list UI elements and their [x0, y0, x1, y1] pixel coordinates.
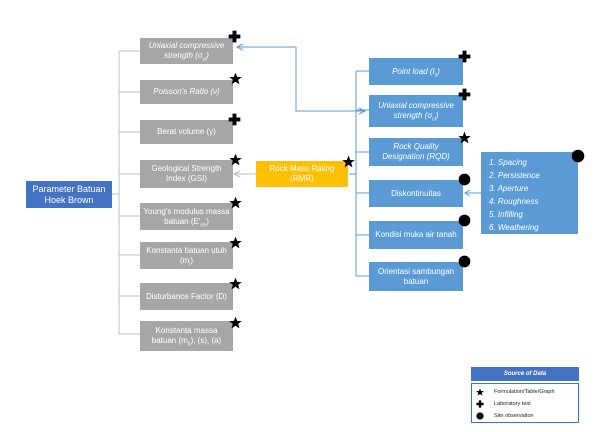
rmr-input-orientasi: Orientasi sambungan batuan [369, 262, 463, 291]
plus-icon [228, 113, 242, 127]
box-label: Orientasi sambungan batuan [377, 266, 455, 286]
star-icon [476, 388, 489, 396]
rmr-input-pl: Point load (Is) [369, 58, 463, 85]
star-icon [229, 236, 243, 250]
box-label: Young's modulus massa batuan (E'rm) [143, 206, 230, 229]
box-label: Uniaxial compressive strength (σci) [378, 101, 454, 123]
star-icon [229, 316, 243, 330]
rmr-input-ucs2: Uniaxial compressive strength (σci) [369, 95, 463, 127]
legend-item: Laboratory test [476, 399, 531, 409]
box-label: Disturbance Factor (D) [146, 291, 227, 301]
discontinuity-item: 3. Aperture [489, 184, 529, 193]
box-label: Uniaxial compressive strength (σci) [148, 41, 225, 63]
box-label: Point load (Is) [392, 66, 440, 79]
legend-item: Site observation [476, 411, 533, 421]
param-box-massa: Konstanta massa batuan (mb), (s), (a) [140, 321, 233, 351]
star-icon [229, 153, 243, 167]
param-box-poisson: Poisson's Ratio (ν) [140, 80, 233, 104]
rmr-input-kondisi: Kondisi muka air tanah [369, 221, 463, 249]
star-icon [229, 72, 243, 86]
star-icon [229, 277, 243, 291]
param-box-gsi: Geological Strength Index (GSI) [140, 160, 233, 188]
rmr-input-disk: Diskontinuitas [369, 180, 463, 207]
star-icon [342, 155, 356, 169]
box-label: Kondisi muka air tanah [375, 230, 457, 239]
param-box-ucs: Uniaxial compressive strength (σci) [140, 38, 233, 64]
rmr-box: Rock Mass Rating (RMR) [256, 161, 348, 187]
discontinuity-item: 4. Roughness [489, 197, 539, 206]
box-label: Diskontinuitas [391, 188, 441, 198]
discontinuity-item: 6. Weathering [489, 223, 539, 232]
discontinuity-item: 2. Persistence [489, 171, 540, 180]
param-box-berat: Berat volume (γ) [140, 120, 233, 144]
circle-icon [571, 149, 585, 163]
box-label: Rock Quality Designation (RQD) [382, 142, 450, 161]
legend-label: Site observation [494, 413, 534, 419]
star-icon [229, 196, 243, 210]
box-label: Konstanta massa batuan (mb), (s), (a) [151, 326, 222, 348]
plus-icon [476, 400, 489, 408]
hoek-brown-parameter-box: Parameter Batuan Hoek Brown [26, 181, 112, 208]
legend-label: Formulation/Table/Graph [494, 389, 555, 395]
param-box-young: Young's modulus massa batuan (E'rm) [140, 203, 233, 230]
discontinuity-list: 1. Spacing 2. Persistence 3. Aperture 4. Ro… [481, 152, 578, 234]
plus-icon [458, 50, 472, 64]
param-box-dist: Disturbance Factor (D) [140, 283, 233, 310]
circle-icon [458, 214, 472, 228]
plus-icon [228, 30, 242, 44]
discontinuity-item: 5. Infilling [489, 210, 523, 219]
plus-icon [458, 88, 472, 102]
rmr-label: Rock Mass Rating (RMR) [269, 164, 335, 183]
circle-icon [458, 173, 472, 187]
star-icon [458, 131, 472, 145]
discontinuity-item: 1. Spacing [489, 158, 527, 167]
box-label: Berat volume (γ) [157, 127, 216, 136]
rmr-input-rqd: Rock Quality Designation (RQD) [369, 138, 463, 166]
circle-icon [458, 255, 472, 269]
legend-item: Formulation/Table/Graph [476, 387, 555, 397]
circle-icon [476, 412, 489, 420]
param-box-mi: Konstanta batuan utuh (mi) [140, 242, 233, 269]
box-label: Konstanta batuan utuh (mi) [146, 245, 227, 268]
box-label: Geological Strength Index (GSI) [151, 164, 222, 183]
legend-title: Source of Data [471, 367, 579, 381]
box-label: Poisson's Ratio (ν) [153, 87, 220, 96]
legend-label: Laboratory test [494, 401, 531, 407]
